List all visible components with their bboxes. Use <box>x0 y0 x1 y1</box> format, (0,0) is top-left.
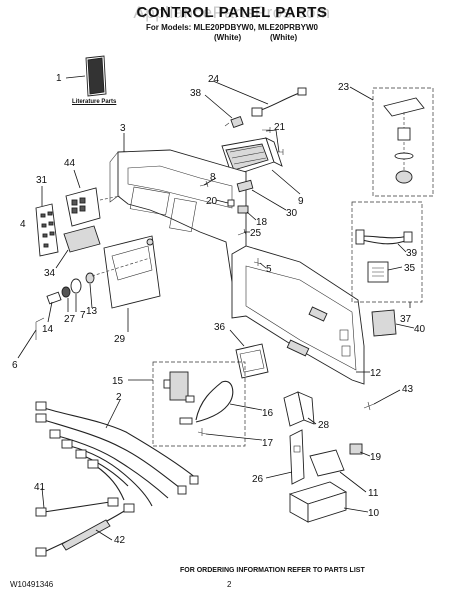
callout-29: 29 <box>114 334 126 345</box>
bracket-30 <box>236 179 254 193</box>
window-34 <box>63 225 101 253</box>
literature-parts-label: Literature Parts <box>72 99 117 105</box>
callout-36: 36 <box>214 322 226 333</box>
document-number: W10491346 <box>10 580 54 589</box>
console-panel <box>109 149 247 287</box>
callout-5: 5 <box>266 264 272 275</box>
control-board-44 <box>65 187 121 227</box>
callout-24: 24 <box>208 74 220 85</box>
callout-43: 43 <box>402 384 414 395</box>
callout-18: 18 <box>256 217 268 228</box>
callout-6: 6 <box>12 360 18 371</box>
callout-25: 25 <box>250 228 262 239</box>
callout-38: 38 <box>190 88 202 99</box>
callout-2: 2 <box>116 392 122 403</box>
group-box-23 <box>372 87 434 197</box>
callout-3: 3 <box>120 123 126 134</box>
connector-35 <box>367 261 389 283</box>
bracket-26 <box>289 429 305 485</box>
rear-panel <box>231 245 365 385</box>
callout-40: 40 <box>414 324 426 335</box>
callout-8: 8 <box>210 172 216 183</box>
callout-42: 42 <box>114 535 126 546</box>
mounting-plate-29 <box>103 235 161 309</box>
callout-1: 1 <box>56 73 62 84</box>
short-wire-harness <box>251 87 307 117</box>
callout-11: 11 <box>368 488 379 499</box>
enclosure-10 <box>288 481 348 523</box>
model-color-2: (White) <box>270 33 298 42</box>
callout-27: 27 <box>64 314 76 325</box>
bracket-28 <box>283 391 315 427</box>
knob-parts-23 <box>383 97 425 184</box>
literature-booklet <box>85 55 107 97</box>
models-line: For Models: MLE20PDBYW0, MLE20PRBYW0 <box>145 23 319 32</box>
clip-18 <box>237 205 249 214</box>
callout-23: 23 <box>338 82 350 93</box>
cable-42 <box>35 503 135 557</box>
connector-19 <box>349 443 363 455</box>
tab-20 <box>227 199 235 207</box>
cable-41 <box>35 497 119 517</box>
callout-20: 20 <box>206 196 218 207</box>
diagram-title: CONTROL PANEL PARTS <box>136 4 328 21</box>
keypad-31 <box>35 203 59 257</box>
motor-15 <box>163 371 195 403</box>
knob-assembly <box>46 257 151 305</box>
callout-39: 39 <box>406 248 418 259</box>
callout-10: 10 <box>368 508 380 519</box>
callout-35: 35 <box>404 263 416 274</box>
board-11 <box>309 449 345 477</box>
callout-21: 21 <box>274 122 286 133</box>
group-box-15 <box>152 361 246 447</box>
callout-19: 19 <box>370 452 382 463</box>
callout-17: 17 <box>262 438 274 449</box>
callout-26: 26 <box>252 474 264 485</box>
screw-17 <box>197 428 207 436</box>
wire-harness-39 <box>355 229 413 245</box>
callout-34: 34 <box>44 268 56 279</box>
harness-16 <box>179 380 234 425</box>
display-module <box>221 137 283 177</box>
ordering-note: FOR ORDERING INFORMATION REFER TO PARTS … <box>180 567 365 574</box>
main-wire-harness <box>35 401 199 507</box>
callout-30: 30 <box>286 208 298 219</box>
callout-9: 9 <box>298 196 304 207</box>
callout-4: 4 <box>20 219 26 230</box>
callout-41: 41 <box>34 482 46 493</box>
callout-7: 7 <box>80 310 86 321</box>
callout-14: 14 <box>42 324 54 335</box>
callout-16: 16 <box>262 408 274 419</box>
model-color-1: (White) <box>214 33 242 42</box>
pad-40 <box>371 309 397 337</box>
callout-28: 28 <box>318 420 330 431</box>
callout-13: 13 <box>86 306 98 317</box>
group-box-37 <box>351 201 423 303</box>
callout-31: 31 <box>36 175 48 186</box>
callout-37: 37 <box>400 314 412 325</box>
page-number: 2 <box>227 580 232 589</box>
callout-15: 15 <box>112 376 124 387</box>
screw-43 <box>363 401 375 411</box>
clip-part <box>224 115 244 129</box>
cover-36 <box>235 343 269 379</box>
callout-12: 12 <box>370 368 382 379</box>
callout-44: 44 <box>64 158 76 169</box>
watermark: AppliancePartsPros.com <box>133 3 331 22</box>
